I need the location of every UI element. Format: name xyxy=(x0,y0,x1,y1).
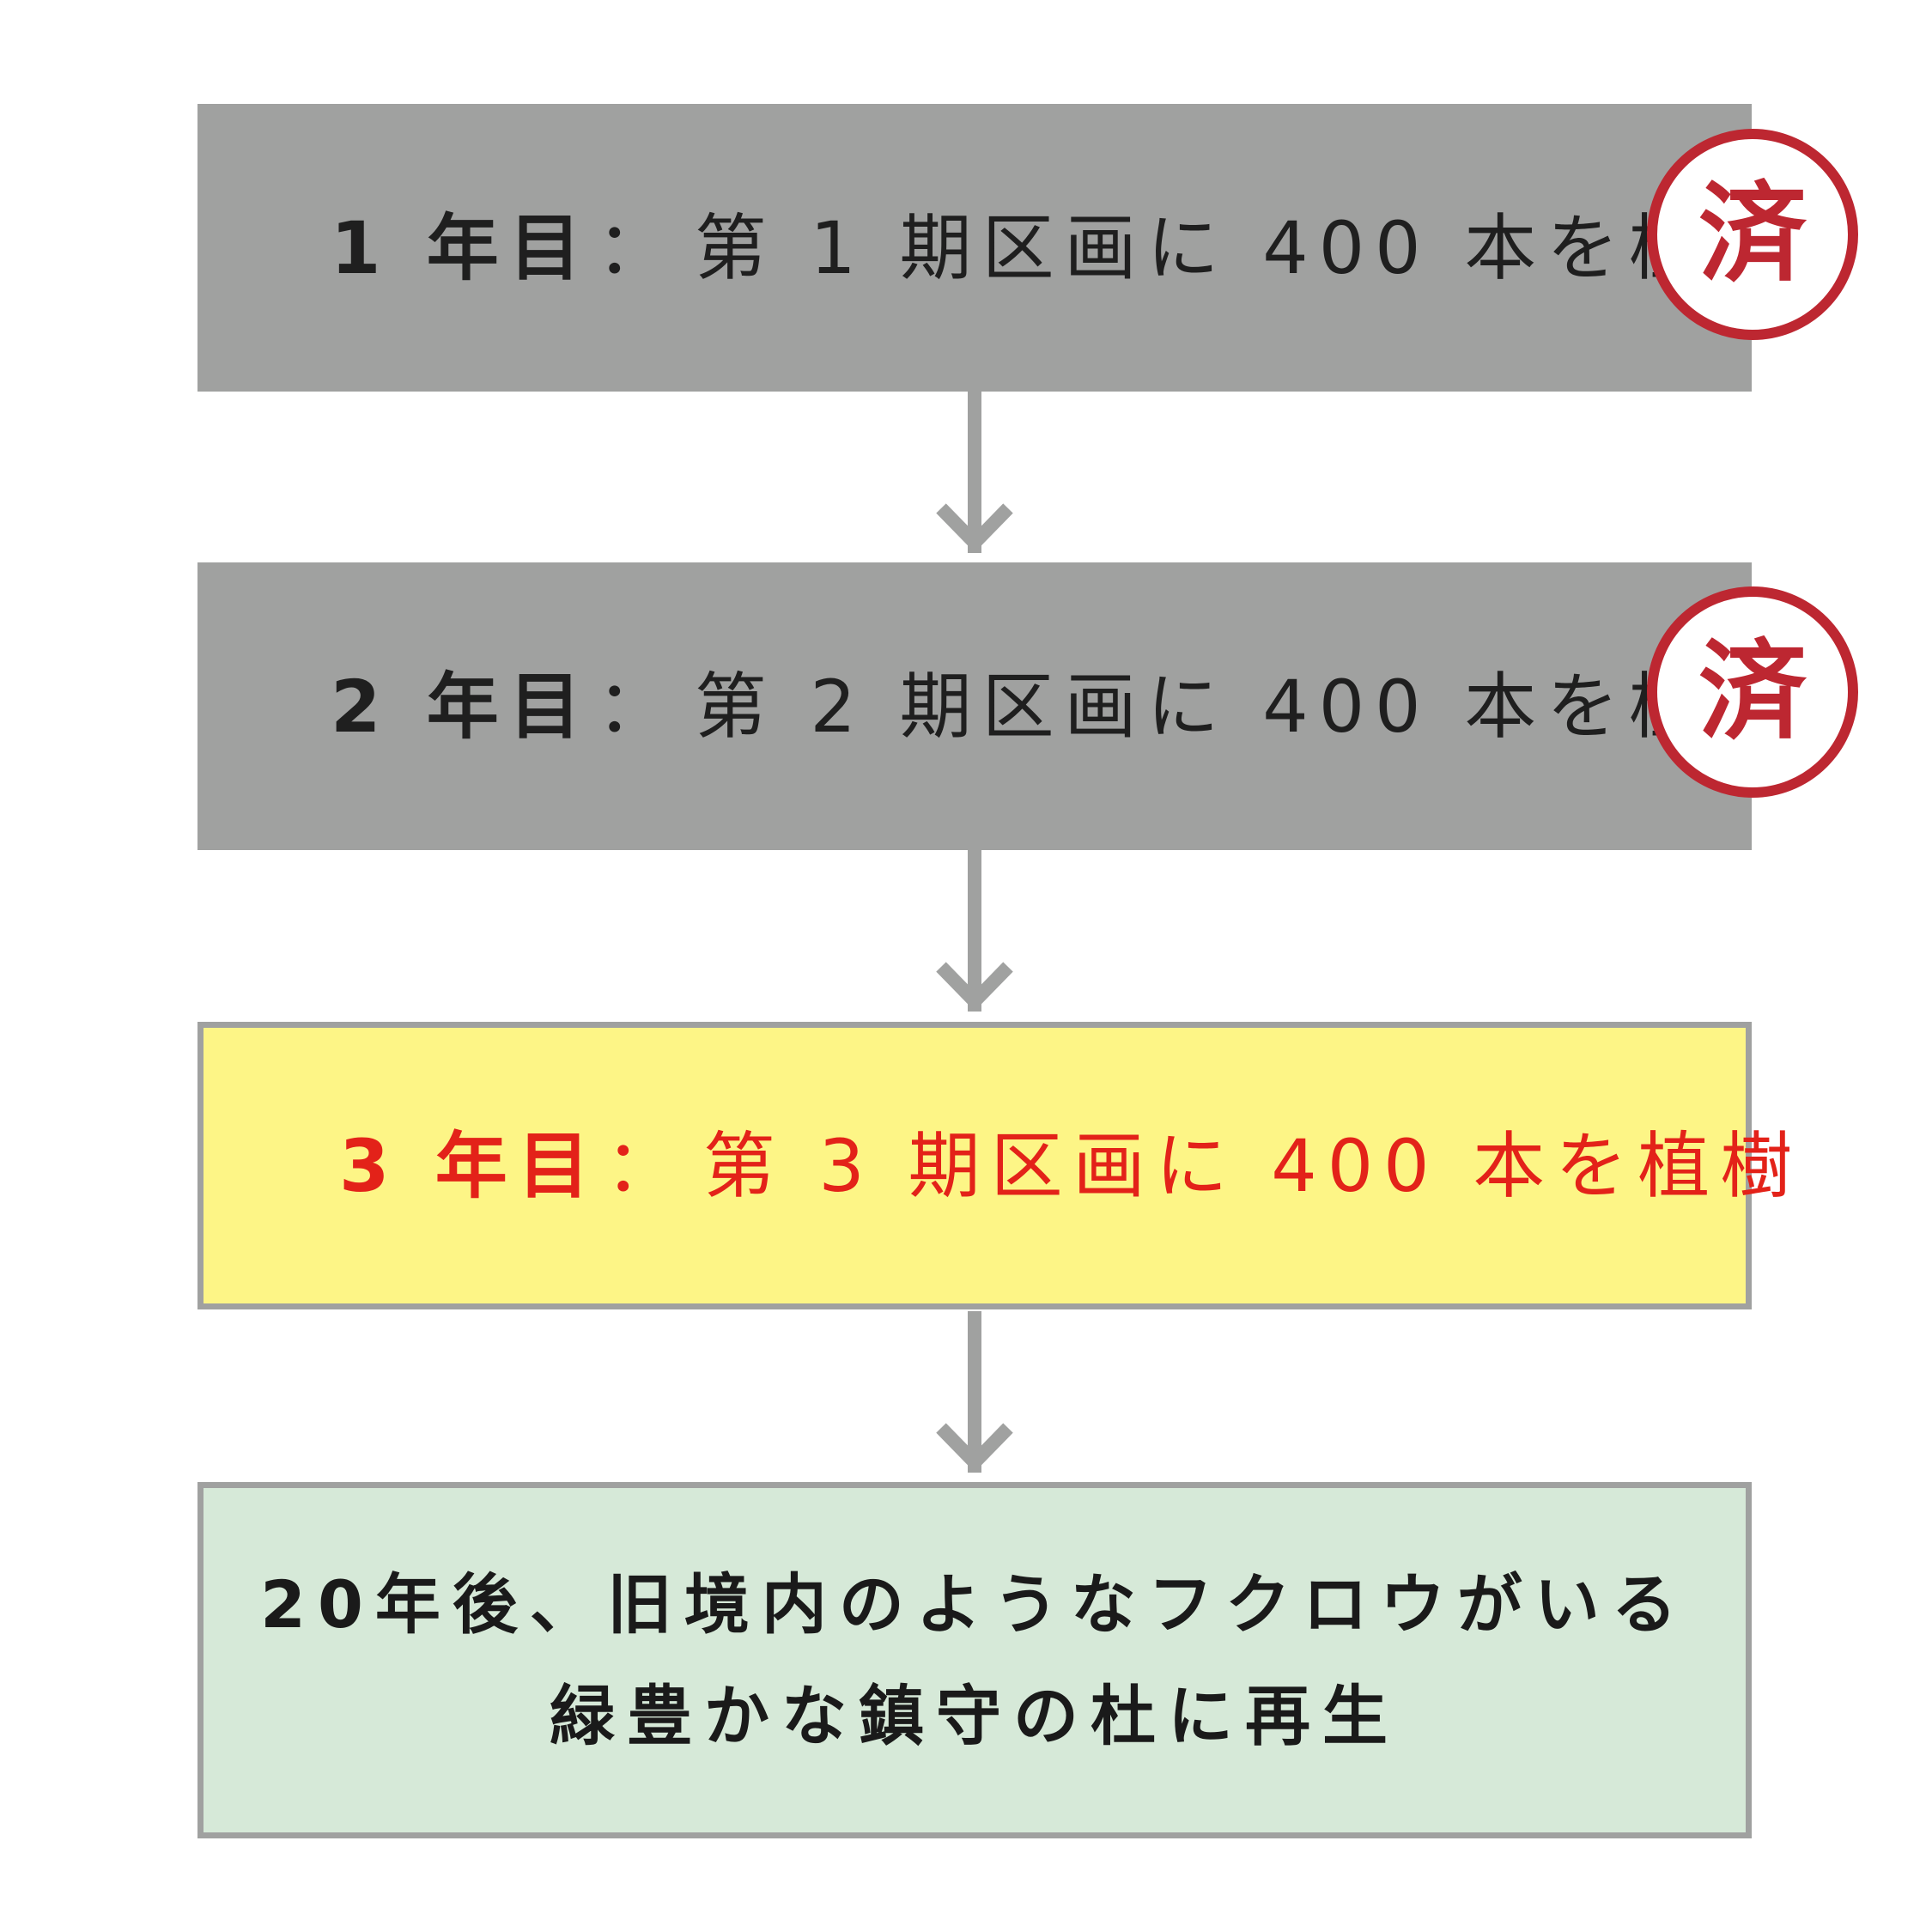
down-arrow-icon xyxy=(936,850,1013,1012)
down-arrow-icon xyxy=(936,392,1013,553)
down-arrow-icon xyxy=(936,1311,1013,1473)
outcome-line-1: 20年後、旧境内のようなフクロウがいる xyxy=(260,1566,1689,1643)
step-description: 第 2 期区画に 400 本を植樹 xyxy=(694,664,1795,749)
year-label: 2 年目 xyxy=(331,664,592,749)
completed-stamp: 済 xyxy=(1647,129,1858,340)
outcome-line-2: 緑豊かな鎮守の杜に再生 xyxy=(550,1677,1400,1754)
step-text: 2 年目：第 2 期区画に 400 本を植樹 xyxy=(331,671,1794,743)
year-label: 3 年目 xyxy=(339,1123,600,1208)
step-text: 3 年目：第 3 期区画に 400 本を植樹 xyxy=(339,1130,1802,1202)
completed-stamp: 済 xyxy=(1647,586,1858,798)
separator: ： xyxy=(605,1123,688,1208)
separator: ： xyxy=(596,205,679,290)
year-label: 1 年目 xyxy=(331,205,592,290)
outcome-box: 20年後、旧境内のようなフクロウがいる 緑豊かな鎮守の杜に再生 xyxy=(197,1482,1752,1838)
stamp-label: 済 xyxy=(1698,171,1807,297)
step-year-3: 3 年目：第 3 期区画に 400 本を植樹 xyxy=(197,1022,1792,1309)
step-description: 第 1 期区画に 400 本を植樹 xyxy=(694,205,1795,290)
step-year-1: 1 年目：第 1 期区画に 400 本を植樹 xyxy=(197,104,1783,392)
step-description: 第 3 期区画に 400 本を植樹 xyxy=(702,1123,1803,1208)
step-text: 1 年目：第 1 期区画に 400 本を植樹 xyxy=(331,212,1794,284)
stamp-label: 済 xyxy=(1698,629,1807,755)
step-year-2: 2 年目：第 2 期区画に 400 本を植樹 xyxy=(197,562,1783,850)
separator: ： xyxy=(596,664,679,749)
